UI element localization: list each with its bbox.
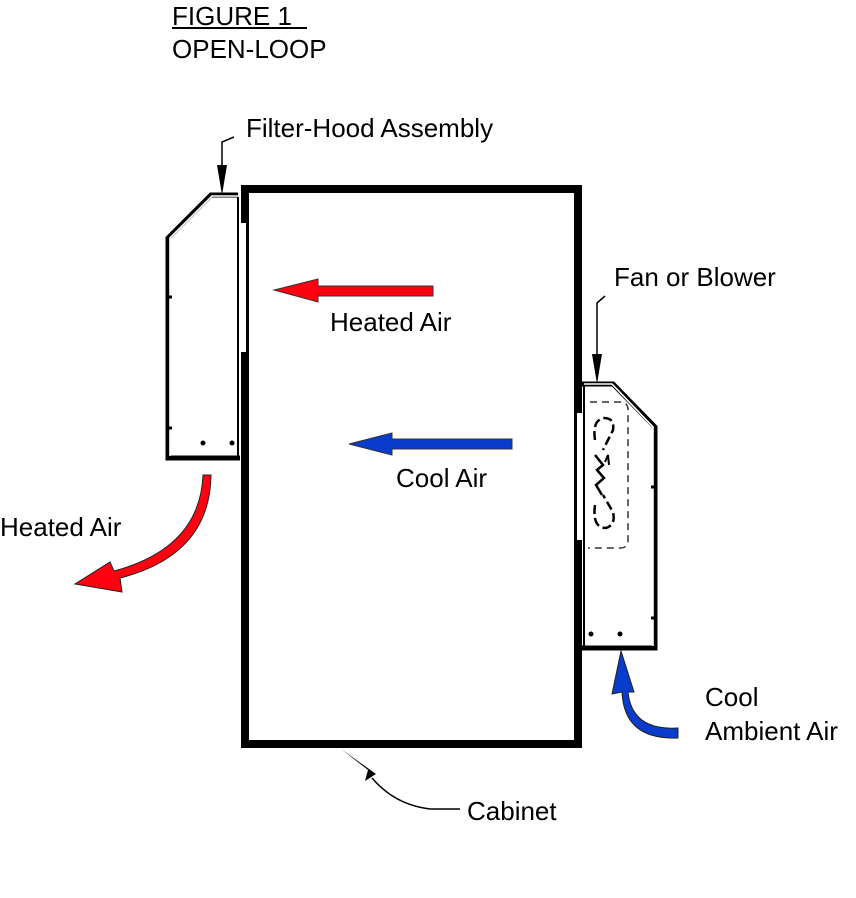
cabinet-top-wall — [241, 185, 582, 193]
cool-ambient-label-line1: Cool — [705, 682, 758, 712]
cabinet-left-wall-opening — [246, 222, 249, 353]
filter-hood-outline — [165, 192, 240, 461]
cabinet-bottom-wall — [241, 740, 582, 748]
leader-arrowhead-icon — [341, 749, 376, 781]
fan-hub-icon — [594, 454, 606, 496]
leader-line — [221, 136, 235, 168]
leader-arrowhead-icon — [217, 165, 227, 195]
cabinet-left-wall-upper — [241, 185, 249, 223]
cabinet — [241, 185, 582, 748]
fan-blower-label: Fan or Blower — [614, 262, 776, 292]
heated-air-outside-label: Heated Air — [0, 512, 122, 542]
filter-hood-fastener — [229, 440, 235, 446]
filter-hood-label: Filter-Hood Assembly — [246, 113, 493, 143]
cabinet-leader — [341, 749, 460, 810]
leader-line — [371, 777, 460, 810]
figure-subtitle: OPEN-LOOP — [172, 34, 327, 64]
heated-air-arrow-icon — [272, 278, 434, 303]
fan-rotation-icon — [604, 454, 610, 466]
fan-hood-outline — [582, 381, 658, 651]
fan-hood-fastener — [588, 631, 594, 637]
cool-ambient-air-arrow-icon — [611, 649, 679, 739]
cabinet-right-wall-opening — [574, 412, 577, 542]
cabinet-right-wall-lower — [574, 540, 582, 748]
cabinet-label: Cabinet — [467, 796, 557, 826]
leader-arrowhead-icon — [592, 354, 602, 384]
fan-hood-inner-line — [584, 383, 654, 646]
cool-ambient-label-line2: Ambient Air — [705, 716, 838, 746]
fan-hood-fastener — [617, 631, 623, 637]
heated-air-exhaust-arrow-icon — [73, 474, 212, 593]
cabinet-right-wall-upper — [574, 185, 582, 413]
filter-hood-fastener — [200, 440, 206, 446]
fan-blower-hood — [582, 381, 658, 651]
fan-leader — [592, 295, 606, 384]
filter-hood-inner-line — [169, 195, 238, 456]
filter-hood-leader — [217, 136, 235, 195]
cool-air-arrow-icon — [348, 432, 513, 456]
filter-hood-assembly — [165, 192, 240, 461]
heated-air-inside-label: Heated Air — [330, 307, 452, 337]
figure-number: FIGURE 1 — [172, 1, 292, 31]
cabinet-left-wall-lower — [241, 352, 249, 748]
fan-icon — [593, 416, 615, 530]
fan-enclosure-dashed — [588, 401, 629, 549]
cool-air-inside-label: Cool Air — [396, 463, 487, 493]
leader-line — [596, 295, 606, 355]
